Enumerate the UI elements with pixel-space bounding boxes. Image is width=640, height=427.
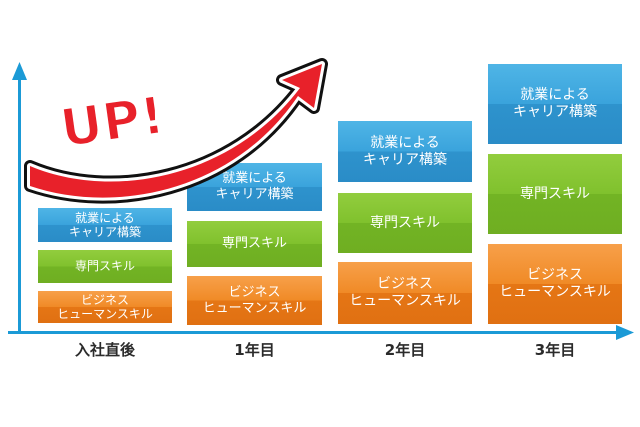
career-building-block-label-line: 就業による (222, 171, 287, 187)
business-skill-block-label-line: ビジネス (80, 292, 129, 307)
professional-skill-block-label-line: 専門スキル (520, 185, 590, 202)
business-skill-block-label-line: ヒューマンスキル (499, 284, 611, 300)
x-axis-label: 1年目 (234, 341, 275, 359)
business-skill-block-label-line: ビジネス (377, 276, 433, 293)
business-skill-block-label-line: ヒューマンスキル (202, 300, 307, 316)
business-skill-block-col-1: ビジネスヒューマンスキル (38, 291, 172, 323)
x-axis (8, 331, 620, 334)
up-arrow-body (30, 64, 322, 198)
y-axis (18, 78, 21, 334)
professional-skill-block-col-4: 専門スキル (488, 154, 622, 234)
career-building-block-label-line: キャリア構築 (68, 225, 141, 239)
career-building-block-label-line: キャリア構築 (363, 151, 447, 168)
business-skill-block-col-3: ビジネスヒューマンスキル (338, 262, 472, 324)
x-axis-label: 2年目 (384, 341, 426, 359)
y-axis-arrowhead (12, 62, 27, 80)
business-skill-block-label-line: ヒューマンスキル (349, 293, 461, 309)
professional-skill-block-col-1: 専門スキル (38, 250, 172, 283)
career-building-block-col-1: 就業によるキャリア構築 (38, 208, 172, 242)
business-skill-block-label-line: ビジネス (527, 267, 583, 284)
career-building-block-label-line: キャリア構築 (513, 104, 597, 120)
professional-skill-block-col-2: 専門スキル (187, 221, 322, 267)
business-skill-block-col-4: ビジネスヒューマンスキル (488, 244, 622, 324)
up-text: UP! (57, 86, 168, 160)
career-building-block-label-line: 就業による (520, 87, 590, 104)
career-building-block-col-4: 就業によるキャリア構築 (488, 64, 622, 144)
career-building-block-label-line: 就業による (75, 210, 135, 225)
professional-skill-block-label-line: 専門スキル (370, 214, 440, 231)
x-axis-arrowhead (616, 325, 634, 340)
professional-skill-block-label-line: 専門スキル (74, 259, 135, 274)
x-axis-label: 入社直後 (74, 341, 135, 359)
business-skill-block-label-line: ヒューマンスキル (57, 307, 153, 321)
professional-skill-block-label-line: 専門スキル (221, 236, 287, 252)
professional-skill-block-col-3: 専門スキル (338, 193, 472, 253)
career-building-block-label-line: 就業による (370, 134, 440, 151)
career-building-block-col-3: 就業によるキャリア構築 (338, 121, 472, 182)
x-axis-label: 3年目 (534, 341, 576, 359)
business-skill-block-col-2: ビジネスヒューマンスキル (187, 276, 322, 325)
career-building-block-label-line: キャリア構築 (215, 187, 294, 202)
business-skill-block-label-line: ビジネス (228, 284, 281, 300)
